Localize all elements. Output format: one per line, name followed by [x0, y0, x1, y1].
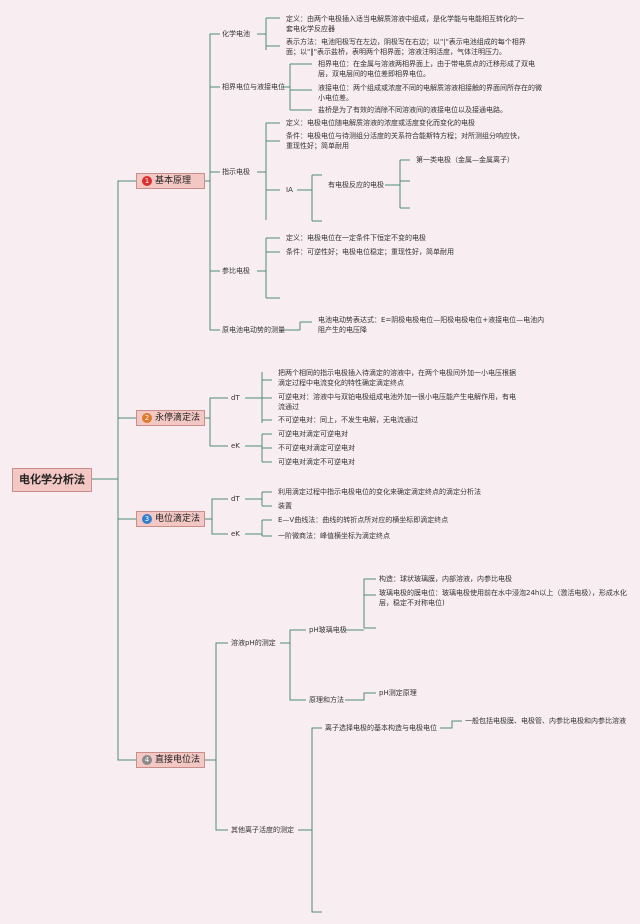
leaf-text: 可逆电对滴定可逆电对: [278, 430, 348, 438]
node-dt[interactable]: dT: [231, 394, 240, 402]
node-phase-potential[interactable]: 相界电位与液接电位: [222, 83, 285, 91]
node-ek[interactable]: eK: [231, 442, 240, 450]
leaf-text: 表示方法：电池阳极写在左边，阴极写在右边；以"|"表示电池组成的每个相界面；以"…: [286, 38, 526, 56]
node-reference-electrode[interactable]: 参比电极: [222, 267, 250, 275]
node-ia[interactable]: IA: [286, 186, 293, 194]
leaf-text: 相界电位：在金属与溶液两相界面上，由于带电质点的迁移形成了双电层，双电层间的电位…: [318, 60, 535, 78]
leaf-text: 定义：电极电位在一定条件下恒定不变的电极: [286, 234, 426, 242]
leaf-text: 利用滴定过程中指示电极电位的变化来确定滴定终点的滴定分析法: [278, 488, 481, 496]
section-number-badge: 3: [142, 514, 152, 524]
section-number-badge: 1: [142, 176, 152, 186]
leaf-text: 定义：由两个电极插入适当电解质溶液中组成，是化学能与电能相互转化的一套电化学反应…: [286, 15, 524, 33]
section-label: 永停滴定法: [155, 413, 201, 423]
section-label: 电位滴定法: [155, 514, 201, 524]
node-ph-glass-electrode[interactable]: pH玻璃电极: [309, 626, 347, 634]
node-reactive-electrode[interactable]: 有电极反应的电极: [328, 181, 384, 189]
leaf-text: 条件：可逆性好；电极电位稳定；重现性好，简单耐用: [286, 248, 454, 256]
node-ek[interactable]: eK: [231, 530, 240, 538]
leaf-text: E—V曲线法：曲线的转折点所对应的横坐标即滴定终点: [278, 516, 449, 524]
section-number-badge: 4: [142, 755, 152, 765]
leaf-text: 盐桥是为了有效的消除不同溶液间的液接电位以及接通电路。: [318, 106, 507, 114]
node-ise-structure[interactable]: 离子选择电极的基本构造与电极电位: [325, 724, 437, 732]
leaf-text: 不可逆电对：同上，不发生电解，无电流通过: [278, 416, 418, 424]
node-dt[interactable]: dT: [231, 495, 240, 503]
leaf-text: pH测定原理: [379, 689, 417, 697]
leaf-text: 装置: [278, 502, 292, 510]
node-indicator-electrode[interactable]: 指示电极: [222, 168, 250, 176]
node-chemical-cell[interactable]: 化学电池: [222, 30, 250, 38]
leaf-text: 可逆电对滴定不可逆电对: [278, 458, 355, 466]
leaf-text: 不可逆电对滴定可逆电对: [278, 444, 355, 452]
node-principle-method[interactable]: 原理和方法: [309, 696, 344, 704]
node-other-ion-activity[interactable]: 其他离子活度的测定: [231, 826, 294, 834]
leaf-text: 一般包括电极膜、电极管、内参比电极和内参比溶液: [465, 717, 626, 725]
node-ph-measurement[interactable]: 溶液pH的测定: [231, 639, 276, 647]
section-number-badge: 2: [142, 413, 152, 423]
leaf-text: 条件：电极电位与待测组分活度的关系符合能斯特方程；对所测组分响应快，重现性好；简…: [286, 132, 524, 150]
leaf-text: 玻璃电极的膜电位：玻璃电极使用前在水中浸泡24h以上（激活电极），形成水化层，稳…: [379, 589, 627, 607]
leaf-text: 液接电位：两个组成或浓度不同的电解质溶液相接触的界面间所存在的微小电位差。: [318, 84, 542, 102]
leaf-text: 电池电动势表达式：E=阴极电极电位—阳极电极电位+液接电位—电池内阻产生的电压降: [318, 316, 545, 334]
leaf-text: 可逆电对：溶液中与双铂电极组成电池外加一很小电压能产生电解作用，有电流通过: [278, 393, 516, 411]
leaf-text: 定义：电极电位随电解质溶液的浓度或活度变化而变化的电极: [286, 119, 475, 127]
section-label: 基本原理: [155, 176, 192, 186]
section-label: 直接电位法: [155, 755, 201, 765]
leaf-text: 把两个相同的指示电极插入待滴定的溶液中，在两个电极间外加一小电压根据滴定过程中电…: [278, 369, 516, 387]
leaf-text: 构造：球状玻璃膜，内部溶液，内参比电极: [379, 575, 512, 583]
root-node[interactable]: 电化学分析法: [12, 468, 92, 492]
leaf-text: 第一类电极（金属—金属离子）: [416, 156, 514, 164]
node-emf-measurement[interactable]: 原电池电动势的测量: [222, 326, 285, 334]
leaf-text: 一阶微商法：峰值横坐标为滴定终点: [278, 532, 390, 540]
